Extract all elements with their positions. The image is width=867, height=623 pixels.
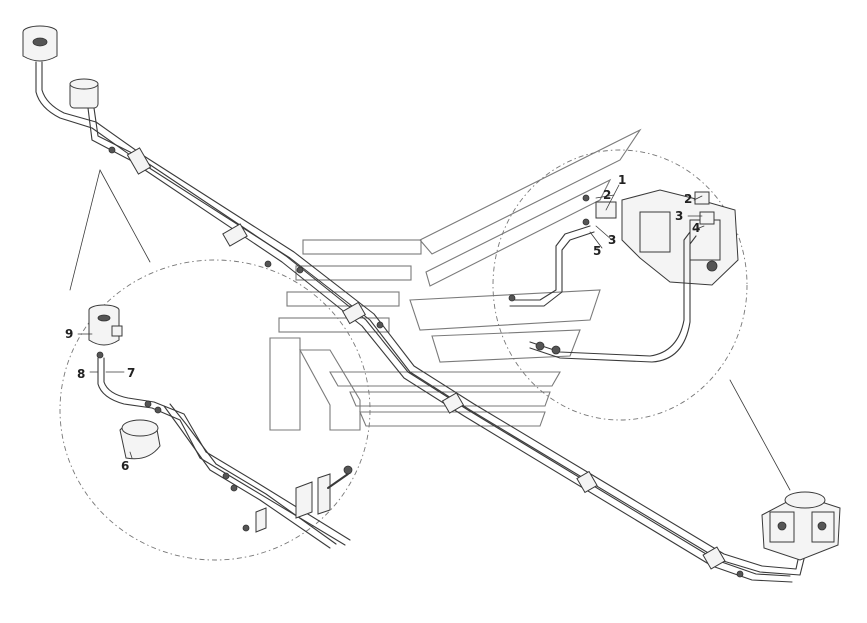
watermark-logo [269, 128, 642, 431]
callout-leaders [77, 184, 705, 459]
label-1: 1 [618, 173, 626, 187]
label-7: 7 [127, 366, 135, 380]
clamp-icon [108, 146, 744, 578]
label-5: 5 [593, 244, 601, 258]
label-2-right: 2 [684, 192, 692, 206]
label-4: 4 [692, 221, 700, 235]
detail-pipes-right [508, 225, 697, 363]
callout-labels: 1 2 2 3 3 4 5 6 7 8 9 [65, 173, 700, 473]
valve-icon [582, 189, 739, 286]
reservoir-icon [88, 304, 123, 359]
label-9: 9 [65, 327, 73, 341]
label-3-left: 3 [608, 233, 616, 247]
label-2-left: 2 [603, 188, 611, 202]
reservoir-icon [22, 25, 99, 109]
label-6: 6 [121, 459, 129, 473]
label-3-right: 3 [675, 209, 683, 223]
pump-icon [761, 491, 841, 561]
detail-circle-left [59, 259, 371, 561]
detail-pipes-left [97, 357, 351, 549]
pump-icon [119, 419, 161, 460]
detail-circle-right [492, 149, 748, 421]
label-8: 8 [77, 367, 85, 381]
bracket-icon [255, 465, 353, 533]
